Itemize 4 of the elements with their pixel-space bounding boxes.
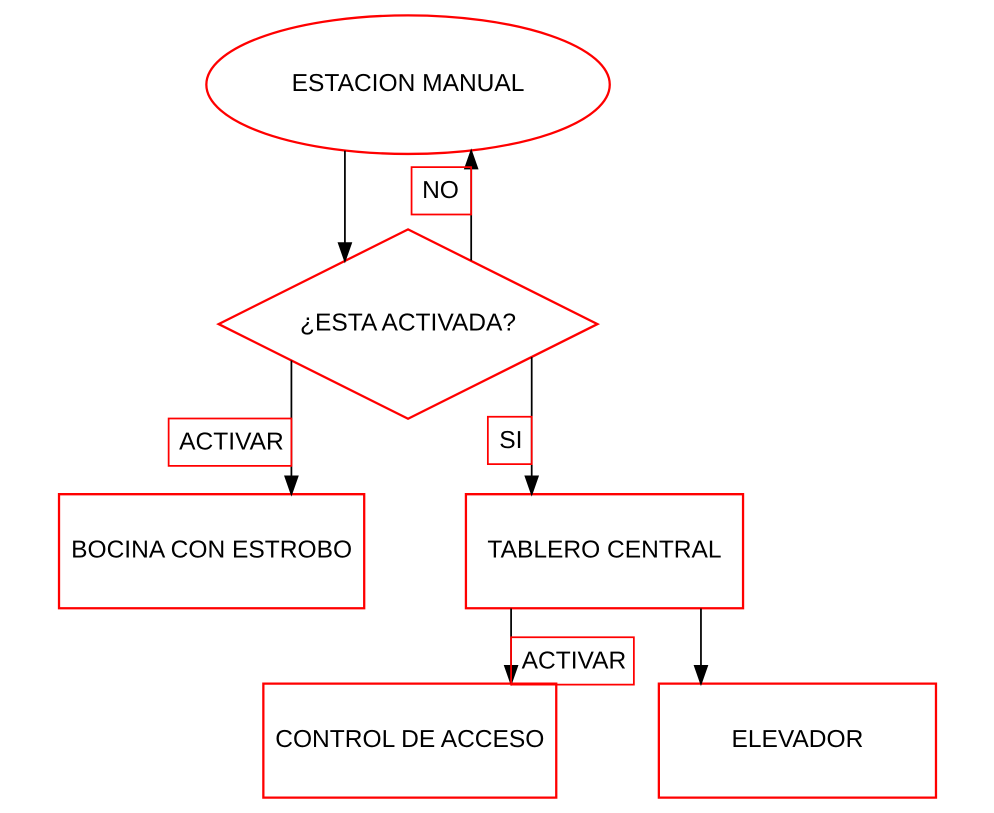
- edge-label: NO: [422, 177, 458, 204]
- edge-label: ACTIVAR: [178, 428, 284, 456]
- edge-label: SI: [498, 426, 522, 454]
- edge-label: ACTIVAR: [521, 647, 626, 674]
